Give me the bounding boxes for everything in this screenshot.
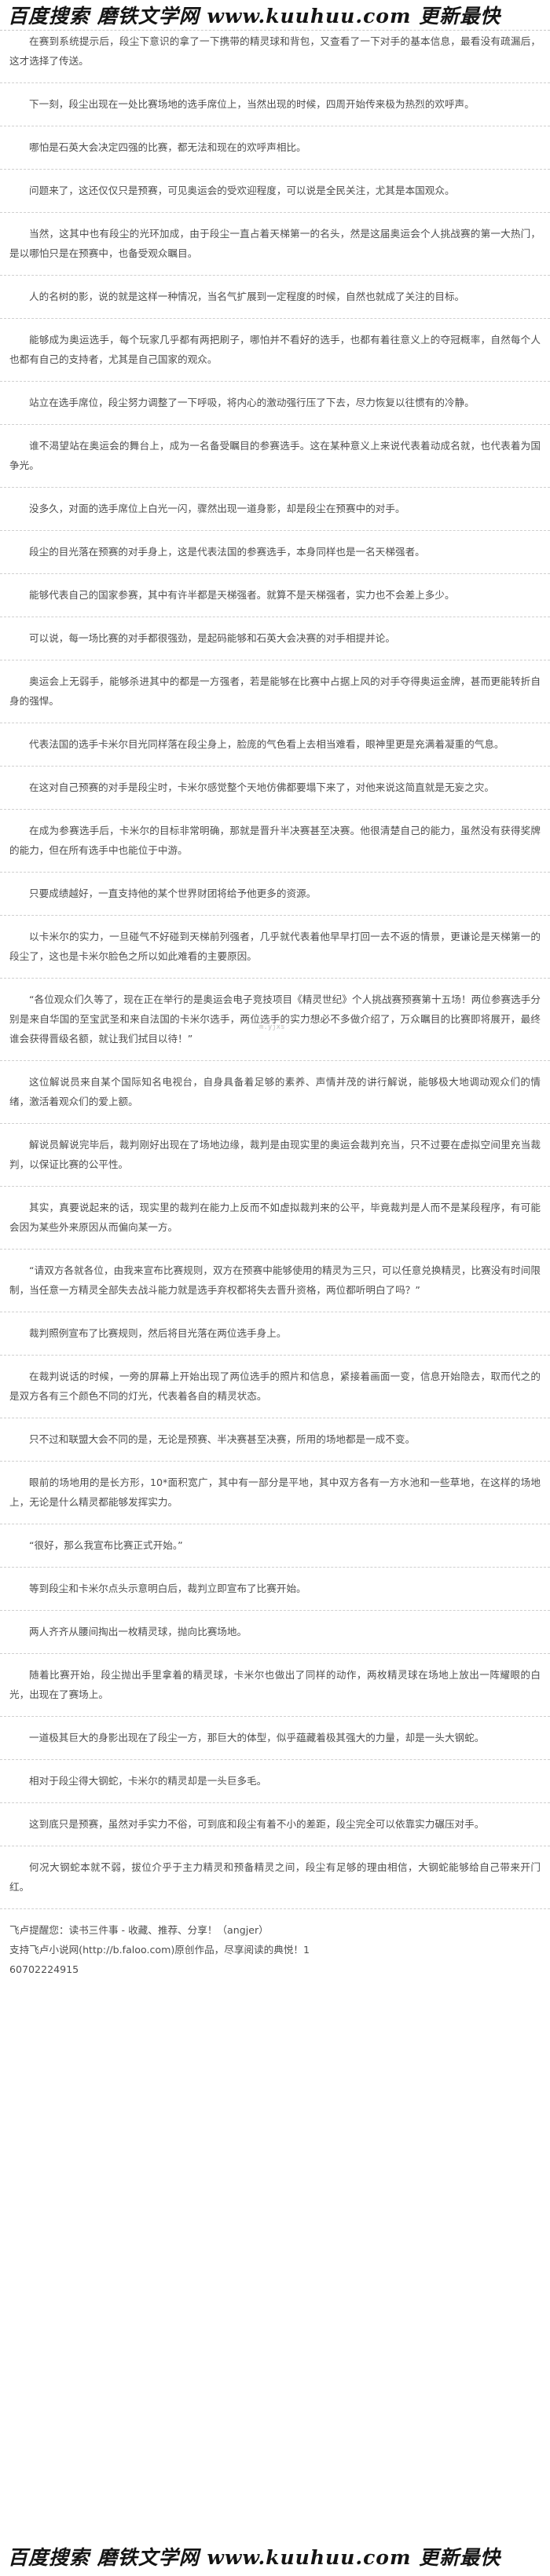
paragraph: 在成为参赛选手后，卡米尔的目标非常明确，那就是晋升半决赛甚至决赛。他很清楚自己的… bbox=[9, 825, 541, 856]
paragraph: “很好，那么我宣布比赛正式开始。” bbox=[29, 1539, 183, 1551]
paragraph-divider bbox=[0, 1355, 550, 1356]
bottom-banner-text: 百度搜索 磨铁文学网 www.kuuhuu.com 更新最快 bbox=[8, 2546, 501, 2569]
paragraph: 站立在选手席位，段尘努力调整了一下呼吸，将内心的激动强行压了下去，尽力恢复以往惯… bbox=[29, 397, 475, 408]
paragraph: 随着比赛开始，段尘抛出手里拿着的精灵球，卡米尔也做出了同样的动作，两枚精灵球在场… bbox=[9, 1669, 541, 1700]
paragraph: 两人齐齐从腰间掏出一枚精灵球，抛向比赛场地。 bbox=[29, 1626, 248, 1637]
paragraph-divider bbox=[0, 1759, 550, 1760]
paragraph: 只要成绩越好，一直支持他的某个世界财团将给予他更多的资源。 bbox=[29, 887, 317, 899]
paragraph-divider bbox=[0, 212, 550, 213]
paragraph-divider bbox=[0, 530, 550, 531]
paragraph: 裁判照例宣布了比赛规则，然后将目光落在两位选手身上。 bbox=[29, 1327, 287, 1339]
paragraph-divider bbox=[0, 1610, 550, 1611]
paragraph: 能够代表自己的国家参赛，其中有许半都是天梯强者。就算不是天梯强者，实力也不会差上… bbox=[29, 589, 455, 601]
watermark-text: m.yjxs bbox=[259, 1023, 285, 1031]
paragraph-divider bbox=[0, 766, 550, 767]
paragraph-divider bbox=[0, 1060, 550, 1061]
paragraph-divider bbox=[0, 1461, 550, 1462]
paragraph: 这位解说员来自某个国际知名电视台，自身具备着足够的素养、声情并茂的讲行解说，能够… bbox=[9, 1076, 541, 1107]
paragraph-divider bbox=[0, 275, 550, 276]
paragraph-divider bbox=[0, 1249, 550, 1250]
paragraph: 在裁判说话的时候，一旁的屏幕上开始出现了两位选手的照片和信息，紧接着画面一变，信… bbox=[9, 1370, 541, 1402]
paragraph-divider bbox=[0, 1567, 550, 1568]
paragraph: 在赛到系统提示后，段尘下意识的拿了一下携带的精灵球和背包，又查看了一下对手的基本… bbox=[9, 35, 541, 67]
paragraph-divider bbox=[0, 1186, 550, 1187]
paragraph: 以卡米尔的实力，一旦碰气不好碰到天梯前列强者，几乎就代表着他早早打回一去不返的情… bbox=[9, 931, 541, 962]
paragraph: 段尘的目光落在预赛的对手身上，这是代表法国的参赛选手，本身同样也是一名天梯强者。 bbox=[29, 546, 425, 558]
footer-line3: 60702224915 bbox=[9, 1963, 79, 1975]
paragraph: 代表法国的选手卡米尔目光同样落在段尘身上，脸庞的气色看上去相当难看，眼神里更是充… bbox=[29, 738, 504, 750]
paragraph-divider bbox=[0, 915, 550, 916]
bottom-banner: 百度搜索 磨铁文学网 www.kuuhuu.com 更新最快 bbox=[0, 2541, 550, 2571]
paragraph-divider bbox=[0, 872, 550, 873]
paragraph: 解说员解说完毕后，裁判刚好出现在了场地边缘，裁判是由现实里的奥运会裁判充当，只不… bbox=[9, 1139, 541, 1170]
top-banner-text: 百度搜索 磨铁文学网 www.kuuhuu.com 更新最快 bbox=[8, 5, 501, 27]
paragraph: 这到底只是预赛，虽然对手实力不俗，可到底和段尘有着不小的差距，段尘完全可以依靠实… bbox=[29, 1818, 485, 1830]
paragraph: 可以说，每一场比赛的对手都很强劲，是起码能够和石英大会决赛的对手相提并论。 bbox=[29, 632, 395, 644]
paragraph: 没多久，对面的选手席位上白光一闪，骤然出现一道身影，却是段尘在预赛中的对手。 bbox=[29, 503, 405, 514]
chapter-content: 在赛到系统提示后，段尘下意识的拿了一下携带的精灵球和背包，又查看了一下对手的基本… bbox=[0, 31, 550, 1979]
paragraph-divider bbox=[0, 487, 550, 488]
paragraph: 下一刻，段尘出现在一处比赛场地的选手席位上，当然出现的时候，四周开始传来极为热烈… bbox=[29, 98, 475, 110]
footer-line1: 飞卢提醒您：读书三件事 - 收藏、推荐、分享！（angjer） bbox=[9, 1924, 269, 1936]
paragraph: 奥运会上无弱手，能够杀进其中的都是一方强者，若是能够在比赛中占据上风的对手夺得奥… bbox=[9, 675, 541, 707]
paragraph-divider bbox=[0, 424, 550, 425]
paragraph-divider bbox=[0, 1802, 550, 1803]
paragraph: 谁不渴望站在奥运会的舞台上，成为一名备受瞩目的参赛选手。这在某种意义上来说代表着… bbox=[9, 440, 541, 471]
paragraph: “各位观众们久等了，现在正在举行的是奥运会电子竞技项目《精灵世纪》个人挑战赛预赛… bbox=[9, 993, 541, 1045]
paragraph: 人的名树的影，说的就是这样一种情况，当名气扩展到一定程度的时候，自然也就成了关注… bbox=[29, 291, 465, 302]
paragraph-divider bbox=[0, 978, 550, 979]
paragraph: 其实，真要说起来的话，现实里的裁判在能力上反而不如虚拟裁判来的公平，毕竟裁判是人… bbox=[9, 1202, 541, 1233]
paragraph-divider bbox=[0, 1123, 550, 1124]
paragraph-divider bbox=[0, 1653, 550, 1654]
paragraph: 哪怕是石英大会决定四强的比赛，都无法和现在的欢呼声相比。 bbox=[29, 141, 306, 153]
paragraph: 只不过和联盟大会不同的是，无论是预赛、半决赛甚至决赛，所用的场地都是一成不变。 bbox=[29, 1433, 416, 1445]
paragraph-divider bbox=[0, 82, 550, 83]
paragraph: 相对于段尘得大钢蛇，卡米尔的精灵却是一头巨多毛。 bbox=[29, 1775, 267, 1787]
paragraph: 在这对自己预赛的对手是段尘时，卡米尔感觉整个天地仿佛都要塌下来了，对他来说这简直… bbox=[29, 781, 494, 793]
paragraph-divider bbox=[0, 318, 550, 319]
paragraph: 问题来了，这还仅仅只是预赛，可见奥运会的受欢迎程度，可以说是全民关注，尤其是本国… bbox=[29, 185, 455, 196]
paragraph: 等到段尘和卡米尔点头示意明白后，裁判立即宣布了比赛开始。 bbox=[29, 1583, 306, 1594]
paragraph: “请双方各就各位，由我来宣布比赛规则，双方在预赛中能够使用的精灵为三只，可以任意… bbox=[9, 1264, 541, 1296]
paragraph-divider bbox=[0, 1716, 550, 1717]
paragraph: 眼前的场地用的是长方形，10*面积宽广，其中有一部分是平地，其中双方各有一方水池… bbox=[9, 1476, 541, 1508]
top-banner: 百度搜索 磨铁文学网 www.kuuhuu.com 更新最快 bbox=[0, 0, 550, 31]
paragraph-divider bbox=[0, 573, 550, 574]
paragraph-divider bbox=[0, 1908, 550, 1909]
paragraph: 能够成为奥运选手，每个玩家几乎都有两把刷子，哪怕并不看好的选手，也都有着往意义上… bbox=[9, 334, 541, 365]
paragraph: 一道极其巨大的身影出现在了段尘一方，那巨大的体型，似乎蕴藏着极其强大的力量，却是… bbox=[29, 1732, 485, 1744]
paragraph-divider bbox=[0, 381, 550, 382]
paragraph: 当然，这其中也有段尘的光环加成，由于段尘一直占着天梯第一的名头，然是这届奥运会个… bbox=[9, 228, 541, 259]
footer-line2: 支持飞卢小说网(http://b.faloo.com)原创作品，尽享阅读的典悦！… bbox=[9, 1944, 310, 1956]
paragraph: 何况大钢蛇本就不弱，拔位介乎于主力精灵和预备精灵之间，段尘有足够的理由相信，大钢… bbox=[9, 1861, 541, 1893]
paragraph-divider bbox=[0, 169, 550, 170]
paragraph-divider bbox=[0, 809, 550, 810]
